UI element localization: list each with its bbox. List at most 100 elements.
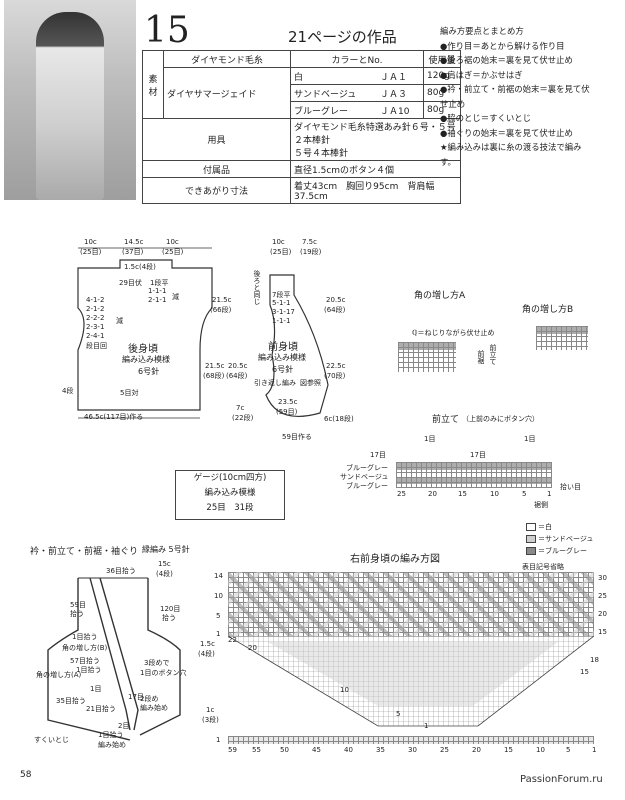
back-height: (64段) (226, 372, 248, 380)
collar-bottom: 2目 (118, 722, 130, 730)
gauge-pattern: 編み込み模様 (204, 488, 256, 498)
corner-b-band (536, 326, 588, 334)
front-needle: 6号針 (272, 365, 294, 374)
collar-pickup: 1目拾う (76, 666, 102, 674)
back-height: (68段) (203, 372, 225, 380)
chart-axis: 15 (504, 746, 513, 754)
collar-left: 拾う (70, 610, 84, 618)
placket-axis: 1 (547, 490, 552, 498)
placket-axis: 15 (458, 490, 467, 498)
collar-pickup: 21目拾う (86, 705, 116, 713)
instruction-line: ●衿・前立て・前裾の始末＝裏を見て伏 (440, 84, 590, 94)
front-height: 20.5c (326, 296, 346, 304)
placket-color: ブルーグレー (346, 482, 388, 490)
back-diagram (77, 247, 213, 419)
placket-title: 前立て (432, 415, 460, 425)
chart-axis: 55 (252, 746, 261, 754)
color-header: カラーとNo. (290, 50, 424, 68)
chart-axis: 10 (536, 746, 545, 754)
front-dim: 10c (272, 238, 285, 246)
front-bottom: (59目) (276, 408, 298, 416)
back-decrease: 4-1-2 (86, 296, 105, 304)
size-value: 着丈43cm 胸回り95cm 背肩幅37.5cm (290, 177, 461, 204)
gauge-box: ゲージ(10cm四方) 編み込み模様 25目 31段 (175, 470, 285, 520)
collar-title: 衿・前立て・前裾・袖ぐり (30, 547, 139, 557)
collar-row2: 2段め (140, 695, 159, 703)
chart-note: 表目記号省略 (522, 563, 564, 571)
collar-right: 拾う (162, 614, 176, 622)
placket-color: サンドベージュ (340, 473, 389, 481)
collar-side: 1c (206, 706, 215, 714)
collar-subtitle: 縁編み 5号針 (142, 545, 190, 554)
placket-axis: 20 (428, 490, 437, 498)
corner-a-label: 前立て (489, 344, 497, 365)
instruction-line: ●袖ぐりの始末＝裏を見て伏せ止め (440, 127, 573, 138)
front-bottom: 23.5c (278, 398, 298, 406)
chart-left-num: 14 (214, 572, 223, 580)
chart-pattern (228, 572, 594, 636)
model-figure (36, 12, 104, 200)
corner-a-note: ℚ＝ねじりながら伏せ止め (412, 329, 495, 337)
collar-row2: 編み始め (140, 704, 168, 712)
back-rows5: 5目対 (120, 389, 139, 397)
gauge-title: ゲージ(10cm四方) (193, 473, 267, 483)
chart-axis: 1 (592, 746, 597, 754)
placket-bottom: 裾側 (534, 501, 548, 509)
color-code: ＪＡ10 (377, 101, 424, 119)
back-height: 21.5c (205, 362, 225, 370)
chart-title: 右前身頃の編み方図 (350, 554, 440, 565)
back-dim: (25目) (80, 248, 102, 256)
front-note: 図参照 (300, 379, 321, 387)
placket-count: 1目 (524, 435, 536, 443)
collar-top-right: (4段) (156, 570, 173, 578)
corner-a-label: 前裾 (477, 350, 485, 364)
back-rows29: 29目伏 (119, 279, 142, 287)
legend-item: ＝白 (526, 522, 552, 532)
corner-a-band (398, 342, 456, 350)
back-rows4: 4段 (62, 387, 74, 395)
chart-bottom-row (228, 736, 594, 744)
placket-count: 17目 (470, 451, 486, 459)
chart-triangle (228, 636, 594, 727)
legend-item: ＝ブルーグレー (526, 546, 587, 556)
tools-label: 用具 (142, 118, 291, 161)
chart-axis: 30 (408, 746, 417, 754)
chart-axis: 20 (472, 746, 481, 754)
collar-pickup: 1目拾う (72, 633, 98, 641)
front-height: (70段) (324, 372, 346, 380)
chart-inner-num: 22 (228, 636, 237, 644)
back-width: 46.5c(117目)作る (84, 413, 144, 421)
placket-axis: 5 (522, 490, 527, 498)
instruction-line: ●後ろ裾の始末＝裏を見て伏せ止め (440, 55, 573, 65)
color-name: 白 (290, 67, 377, 85)
front-cast: 59目作る (282, 433, 312, 441)
collar-pickup: 1目 (90, 685, 102, 693)
back-decrease: 段目回 (86, 342, 107, 350)
chart-left-num: 10 (214, 592, 223, 600)
collar-pickup: 角の増し方(B) (62, 644, 108, 652)
front-corner: (22段) (232, 414, 254, 422)
instruction-line: ★編み込みは裏に糸の渡る技法で編み (440, 142, 582, 152)
front-diagram (265, 274, 329, 417)
collar-left: 59目 (70, 601, 86, 609)
collar-right: 120目 (160, 605, 181, 613)
front-dec: 5-1-1 (272, 299, 291, 307)
chart-inner-num: 20 (248, 644, 257, 652)
back-decrease: 2-1-2 (86, 305, 105, 313)
chart-inner-num: 18 (590, 656, 599, 664)
front-same: 後ろと同じ (253, 270, 261, 305)
instructions: 編み方要点とまとめ方 ●作り目＝あとから解ける作り目 ●後ろ裾の始末＝裏を見て伏… (440, 24, 625, 169)
corner-b-title: 角の増し方B (522, 305, 574, 315)
chart-inner-num: 10 (340, 686, 349, 694)
chart-axis: 40 (344, 746, 353, 754)
collar-pickup: 57目拾う (70, 657, 100, 665)
chart-axis: 59 (228, 746, 237, 754)
size-label: できあがり寸法 (142, 177, 291, 204)
collar-side: 1.5c (200, 640, 215, 648)
material-label: 素材 (142, 50, 164, 119)
color-name: サンドベージュ (290, 84, 377, 102)
front-dec: 7段平 (272, 291, 291, 299)
site-watermark: PassionForum.ru (520, 774, 603, 785)
chart-right-num: 30 (598, 574, 607, 582)
